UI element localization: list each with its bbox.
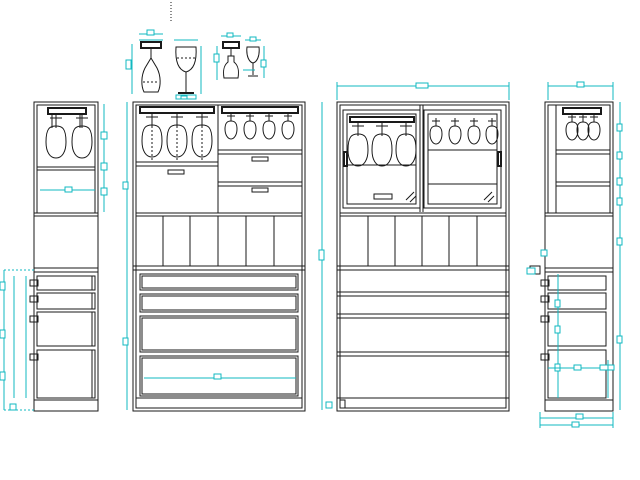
wine-glass-icon	[140, 41, 162, 93]
drawer-handle-icon	[29, 279, 39, 361]
wine-glass-icon	[576, 113, 590, 141]
wine-glass-icon	[587, 113, 601, 141]
drawer-handle-icon	[343, 151, 502, 167]
wine-glass-icon	[175, 46, 197, 94]
wine-glass-icon	[262, 112, 276, 140]
glass-rack-icon	[562, 107, 602, 115]
front-view-open	[122, 101, 306, 412]
drawer-handle-icon	[529, 265, 550, 361]
front-view-closed	[318, 82, 510, 412]
glass-rack-icon	[349, 116, 415, 123]
wine-glass-icon	[565, 113, 579, 141]
bottle-icon	[222, 41, 240, 79]
detail-glass-items	[125, 2, 267, 100]
dimension-lines	[122, 102, 296, 410]
wine-glass-icon	[246, 46, 260, 77]
wine-glass-icon	[395, 121, 417, 167]
dimension-lines	[125, 29, 267, 100]
wine-glass-icon	[448, 117, 462, 145]
dimension-lines	[318, 82, 510, 410]
side-view-right	[526, 81, 623, 428]
wine-glass-icon	[45, 113, 67, 159]
wine-glass-icon	[371, 121, 393, 167]
side-view-left	[0, 101, 108, 412]
wine-glass-icon	[429, 117, 443, 145]
glass-rack-icon	[139, 106, 299, 114]
wine-glass-icon	[281, 112, 295, 140]
wine-glass-icon	[243, 112, 257, 140]
wine-glass-icon	[71, 113, 93, 159]
wine-glass-icon	[347, 121, 369, 167]
wine-glass-icon	[224, 112, 238, 140]
wine-glass-icon	[467, 117, 481, 145]
dimension-lines	[0, 104, 108, 411]
wine-glass-icon	[485, 117, 499, 145]
dimension-lines	[526, 81, 623, 428]
